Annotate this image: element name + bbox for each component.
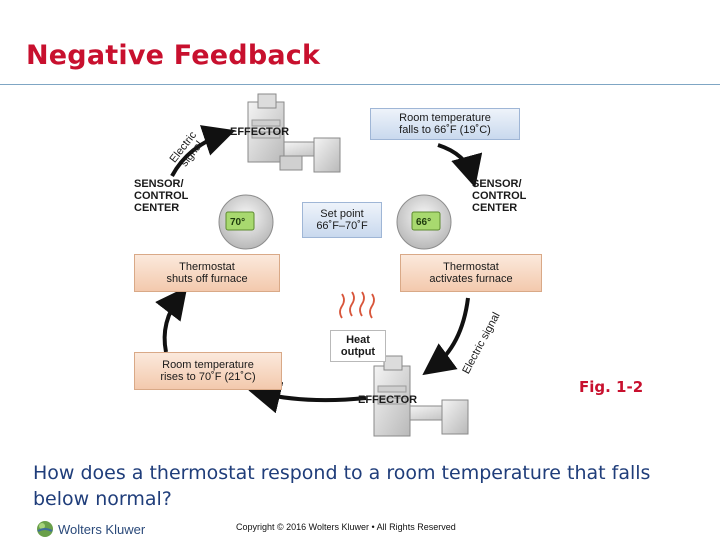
- publisher-logo: Wolters Kluwer: [36, 520, 145, 538]
- logo-text: Wolters Kluwer: [58, 521, 146, 537]
- copyright-notice: Copyright © 2016 Wolters Kluwer • All Ri…: [236, 522, 456, 532]
- title-divider: [0, 84, 720, 85]
- thermostat-right-reading: 66°: [416, 217, 432, 228]
- thermostat-shuts-off-box: Thermostat shuts off furnace: [134, 254, 280, 292]
- arrow-right-down: [422, 297, 470, 376]
- set-point-box: Set point 66˚F–70˚F: [302, 202, 382, 238]
- question-text: How does a thermostat respond to a room …: [33, 462, 651, 510]
- effector-top-label: EFFECTOR: [230, 126, 290, 138]
- feedback-diagram: Room temperature falls to 66˚F (19˚C) Ro…: [130, 90, 550, 442]
- sensor-right-label: SENSOR/ CONTROL CENTER: [472, 178, 527, 214]
- sensor-left-label: SENSOR/ CONTROL CENTER: [134, 178, 189, 214]
- thermostat-left-reading: 70°: [230, 217, 246, 228]
- arrow-bottom-left: [248, 382, 367, 414]
- room-temp-falls-box: Room temperature falls to 66˚F (19˚C): [370, 108, 520, 140]
- furnace-top-icon: [247, 93, 341, 173]
- thermostat-activates-box: Thermostat activates furnace: [400, 254, 542, 292]
- arrow-top-left: [170, 125, 236, 177]
- slide-title: Negative Feedback: [26, 40, 321, 71]
- arrow-top-right: [437, 143, 483, 188]
- figure-label: Fig. 1-2: [579, 378, 644, 396]
- heat-output-box: Heat output: [330, 330, 386, 362]
- furnace-bottom-icon: [373, 355, 469, 437]
- globe-icon: [37, 521, 53, 537]
- cycle-arrows: [155, 125, 483, 414]
- effector-bottom-label: EFFECTOR: [358, 394, 418, 406]
- diagram-graphics: [155, 93, 483, 437]
- thermostat-left-icon: [218, 194, 274, 250]
- heat-waves-icon: [339, 291, 375, 319]
- room-temp-rises-box: Room temperature rises to 70˚F (21˚C): [134, 352, 282, 390]
- arrow-left-up: [155, 286, 188, 353]
- thermostat-right-icon: [396, 194, 452, 250]
